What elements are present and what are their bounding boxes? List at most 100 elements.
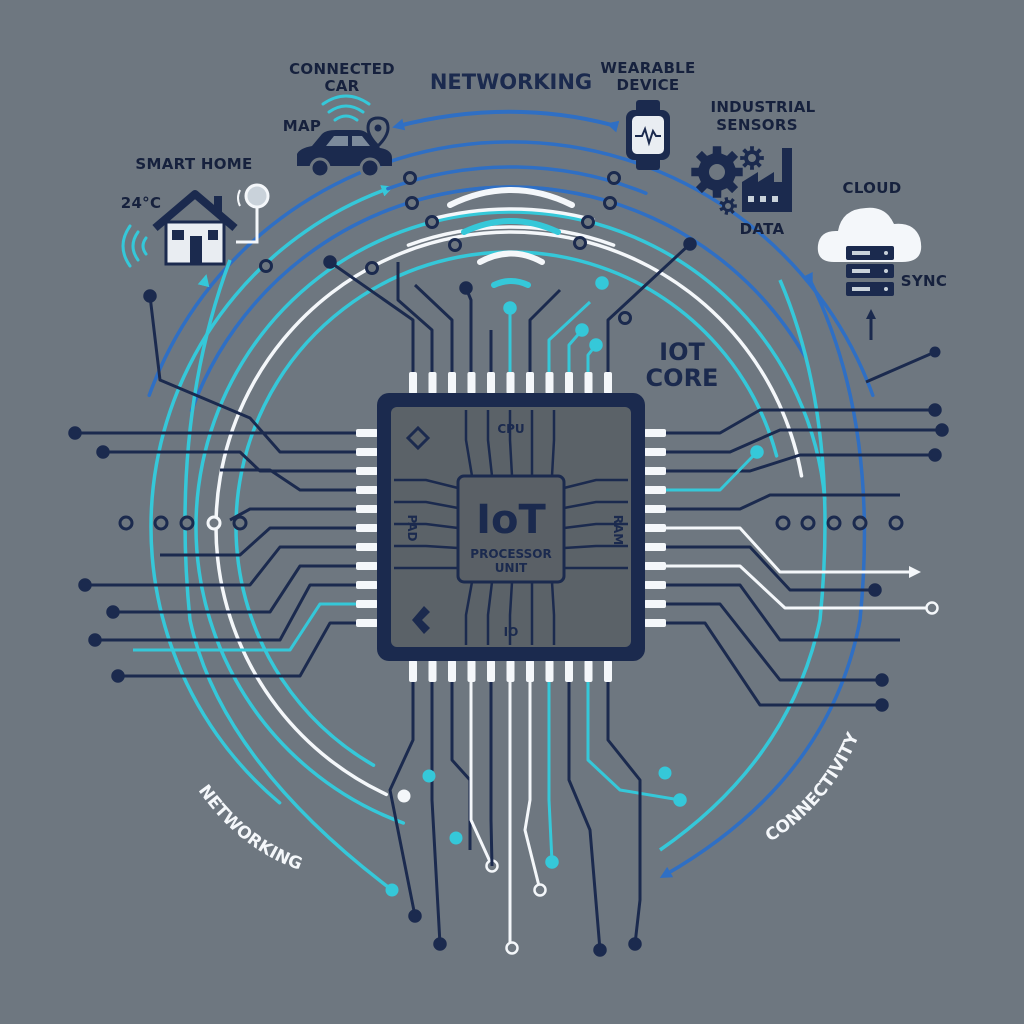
- pin-top-7: [545, 372, 554, 394]
- pin-bottom-5: [506, 660, 515, 682]
- pin-top-2: [448, 372, 456, 394]
- trace-right-3-node: [750, 445, 764, 459]
- ring-arc-5: [147, 140, 875, 398]
- car-wifi-icon: [321, 94, 371, 122]
- trace-left-7-node: [106, 605, 120, 619]
- top-ring-node-9: [573, 236, 587, 250]
- iot-processor-chip: IoT PROCESSOR UNIT CPU IO RAM PAD: [356, 372, 666, 682]
- chip-trace-left-2: [394, 522, 459, 530]
- pin-bottom-10: [604, 660, 612, 682]
- pin-right-10: [644, 619, 666, 627]
- trace-left-2: [103, 450, 356, 473]
- right-ring-node-2: [826, 515, 842, 531]
- top-ring-node-1: [405, 196, 419, 210]
- trace-top-10: [606, 242, 692, 372]
- trace-top-9-node: [589, 338, 603, 352]
- top-ring-node-3: [607, 171, 621, 185]
- pin-top-3: [467, 372, 476, 394]
- right-ring-node-3: [852, 515, 868, 531]
- pin-bottom-2: [448, 660, 456, 682]
- top-ring-node-5: [618, 311, 632, 325]
- trace-top-6: [528, 288, 562, 372]
- chip-internal-traces: [394, 410, 628, 645]
- chip-trace-bottom-2: [508, 581, 514, 645]
- industrial-label-line2: SENSORS: [716, 116, 798, 134]
- pin-left-2: [356, 467, 378, 475]
- pin-bottom-9: [584, 660, 593, 682]
- pin-left-6: [356, 543, 378, 551]
- industrial-data-label: DATA: [740, 220, 785, 238]
- gear-hole: [748, 154, 756, 162]
- left-ring-node-1: [153, 515, 169, 531]
- trace-bottom-8: [567, 682, 602, 951]
- trace-right-6-node: [868, 583, 882, 597]
- trace-bottom-1-node: [433, 937, 447, 951]
- trace-left-1-node: [143, 289, 157, 303]
- pin-left-5: [356, 524, 378, 532]
- right-ring-node-0: [775, 515, 791, 531]
- trace-bottom-6-node: [533, 883, 547, 897]
- trace-top-2: [413, 283, 454, 372]
- pin-bottom-7: [545, 660, 554, 682]
- trace-top-3-node: [459, 281, 473, 295]
- trace-left-6-node: [78, 578, 92, 592]
- pin-left-3: [356, 486, 378, 494]
- trace-bottom-8-node: [593, 943, 607, 957]
- trace-top-5-node: [503, 301, 517, 315]
- trace-bottom-10-node: [628, 937, 642, 951]
- left-ring-node-0: [118, 515, 134, 531]
- core-label-line2: CORE: [646, 364, 719, 392]
- bottom-ring-node-0: [422, 769, 436, 783]
- chip-trace-right-1: [563, 500, 628, 510]
- pin-bottom-4: [487, 660, 495, 682]
- trace-bottom-3: [469, 682, 494, 867]
- chip-trace-left-1: [394, 500, 459, 510]
- top-ring-node-6: [425, 215, 439, 229]
- car-label-line1: CONNECTED: [289, 60, 395, 78]
- trace-left-3: [220, 468, 356, 492]
- trace-right-2: [666, 453, 935, 473]
- pin-top-4: [487, 372, 495, 394]
- pin-top-10: [604, 372, 612, 394]
- cloud-label: CLOUD: [843, 179, 902, 197]
- trace-bottom-1: [430, 682, 442, 945]
- chip-main-label: IoT: [476, 497, 546, 543]
- smartwatch-icon: [626, 100, 670, 170]
- trace-right-1: [666, 428, 942, 454]
- right-outer-blue-arc: [659, 271, 867, 878]
- trace-left-6: [85, 545, 356, 587]
- cloud-sync-label: SYNC: [901, 272, 947, 290]
- right-inner-cyan-arc: [659, 279, 827, 852]
- trace-bottom-9-node: [673, 793, 687, 807]
- pin-bottom-8: [565, 660, 573, 682]
- trace-right-1-node: [935, 423, 949, 437]
- pin-bottom-1: [428, 660, 437, 682]
- wearable-device: WEARABLE DEVICE: [600, 59, 695, 170]
- top-ring-node-10: [365, 261, 379, 275]
- circuit-traces: [68, 237, 949, 957]
- bottom-ring-node-2: [449, 831, 463, 845]
- chip-corner-mark-icon: [405, 425, 431, 451]
- left-outer-cyan-arc: [183, 259, 394, 892]
- chip-trace-bottom-0: [464, 581, 474, 645]
- trace-top-8-node: [575, 323, 589, 337]
- top-ring-node-8: [448, 238, 462, 252]
- pin-right-8: [644, 581, 666, 589]
- trace-top-7: [547, 300, 592, 372]
- pin-right-7: [644, 562, 666, 570]
- pin-top-5: [506, 372, 515, 394]
- trace-left-0-node: [68, 426, 82, 440]
- pin-right-3: [644, 486, 666, 494]
- gear-icon-tiny: [719, 197, 737, 215]
- trace-right-9-node: [875, 673, 889, 687]
- wearable-label-line2: DEVICE: [617, 76, 680, 94]
- trace-right-upper: [865, 350, 936, 384]
- gear-icon: [691, 146, 743, 198]
- top-ring-node-4: [603, 196, 617, 210]
- trace-top-0-node: [323, 255, 337, 269]
- trace-right-7: [666, 564, 932, 610]
- pin-left-1: [356, 448, 378, 456]
- trace-right-8: [666, 583, 900, 642]
- trace-right-3: [666, 450, 759, 492]
